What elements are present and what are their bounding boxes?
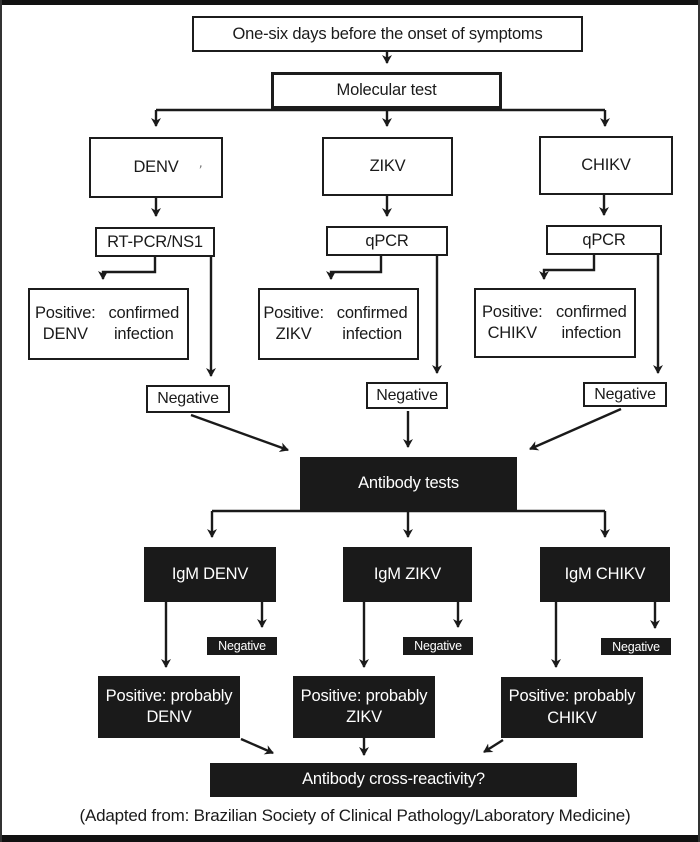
test-box-chikv: qPCR [546, 225, 662, 255]
molecular-test-text: Molecular test [336, 81, 437, 100]
connector-qpcr-chikv-to-positive [539, 255, 596, 280]
connector-rtpcr-to-positive [98, 257, 157, 280]
igm-box-zikv: IgM ZIKV [343, 547, 472, 602]
confirmed-text-chikv-line2: confirmed infection [555, 303, 627, 342]
igm-negative-box-zikv: Negative [403, 637, 473, 655]
cross-reactivity-text: Antibody cross-reactivity? [302, 770, 485, 789]
frame-bottom [0, 835, 700, 842]
frame-right [698, 0, 700, 842]
probable-box-zikv: Positive: probably ZIKV [293, 676, 435, 738]
probable-text-denv-line2: DENV [146, 708, 192, 726]
test-text-zikv: qPCR [365, 231, 409, 250]
molecular-test-box: Molecular test [271, 72, 502, 109]
confirmed-box-denv: Positive: DENV confirmed infection [28, 288, 189, 360]
igm-negative-text-zikv: Negative [414, 639, 462, 653]
igm-text-zikv: IgM ZIKV [373, 564, 442, 583]
arrow-probable-chikv-to-cross [483, 738, 504, 754]
test-text-denv: RT-PCR/NS1 [107, 232, 203, 251]
negative-box-chikv: Negative [583, 382, 667, 407]
probable-text-zikv-line1: Positive: probably [300, 686, 428, 705]
igm-box-denv: IgM DENV [144, 547, 276, 602]
antibody-tests-text: Antibody tests [358, 473, 459, 492]
probable-text-chikv-line1: Positive: probably [508, 687, 636, 706]
virus-text-denv: DENV [133, 158, 179, 177]
igm-negative-text-denv: Negative [218, 639, 266, 653]
confirmed-text-denv-line1: Positive: DENV [35, 304, 96, 343]
antibody-tests-box: Antibody tests [300, 457, 517, 510]
negative-box-zikv: Negative [366, 382, 448, 409]
arrow-negative-chikv-to-antibody [529, 407, 622, 451]
connector-qpcr-zikv-to-positive [326, 256, 383, 280]
probable-text-denv-line1: Positive: probably [105, 686, 233, 705]
negative-box-denv: Negative [146, 385, 230, 413]
cross-reactivity-box: Antibody cross-reactivity? [210, 763, 577, 797]
frame-left [0, 0, 2, 842]
scan-artifact: , [197, 154, 206, 171]
igm-negative-box-denv: Negative [207, 637, 277, 655]
probable-text-chikv-line2: CHIKV [547, 708, 597, 727]
igm-box-chikv: IgM CHIKV [540, 547, 670, 602]
title-text: One-six days before the onset of symptom… [232, 24, 543, 43]
confirmed-text-denv-line2: confirmed infection [108, 304, 180, 343]
probable-text-zikv-line2: ZIKV [346, 708, 382, 726]
negative-text-zikv: Negative [376, 386, 438, 404]
confirmed-text-zikv-line2: confirmed infection [336, 304, 408, 343]
confirmed-box-chikv: Positive: CHIKV confirmed infection [474, 288, 636, 358]
frame-top [0, 0, 700, 5]
confirmed-text-zikv-line1: Positive: ZIKV [263, 304, 324, 343]
igm-text-chikv: IgM CHIKV [564, 564, 646, 583]
virus-text-zikv: ZIKV [369, 157, 406, 176]
probable-box-chikv: Positive: probably CHIKV [501, 677, 643, 738]
igm-negative-text-chikv: Negative [612, 639, 660, 654]
confirmed-box-zikv: Positive: ZIKV confirmed infection [258, 288, 419, 360]
title-box: One-six days before the onset of symptom… [192, 16, 583, 52]
virus-text-chikv: CHIKV [581, 156, 631, 175]
confirmed-text-chikv-line1: Positive: CHIKV [482, 303, 543, 342]
negative-text-chikv: Negative [594, 385, 656, 403]
arrow-negative-denv-to-antibody [190, 413, 289, 452]
virus-box-zikv: ZIKV [322, 137, 453, 196]
test-box-zikv: qPCR [326, 226, 448, 256]
test-box-denv: RT-PCR/NS1 [95, 227, 215, 257]
virus-box-denv: DENV , [89, 137, 223, 198]
test-text-chikv: qPCR [582, 230, 626, 249]
igm-negative-box-chikv: Negative [601, 638, 671, 655]
arrow-probable-denv-to-cross [240, 737, 274, 755]
virus-box-chikv: CHIKV [539, 136, 673, 195]
negative-text-denv: Negative [157, 390, 219, 407]
caption: (Adapted from: Brazilian Society of Clin… [79, 806, 631, 825]
igm-text-denv: IgM DENV [171, 564, 249, 583]
probable-box-denv: Positive: probably DENV [98, 676, 240, 738]
